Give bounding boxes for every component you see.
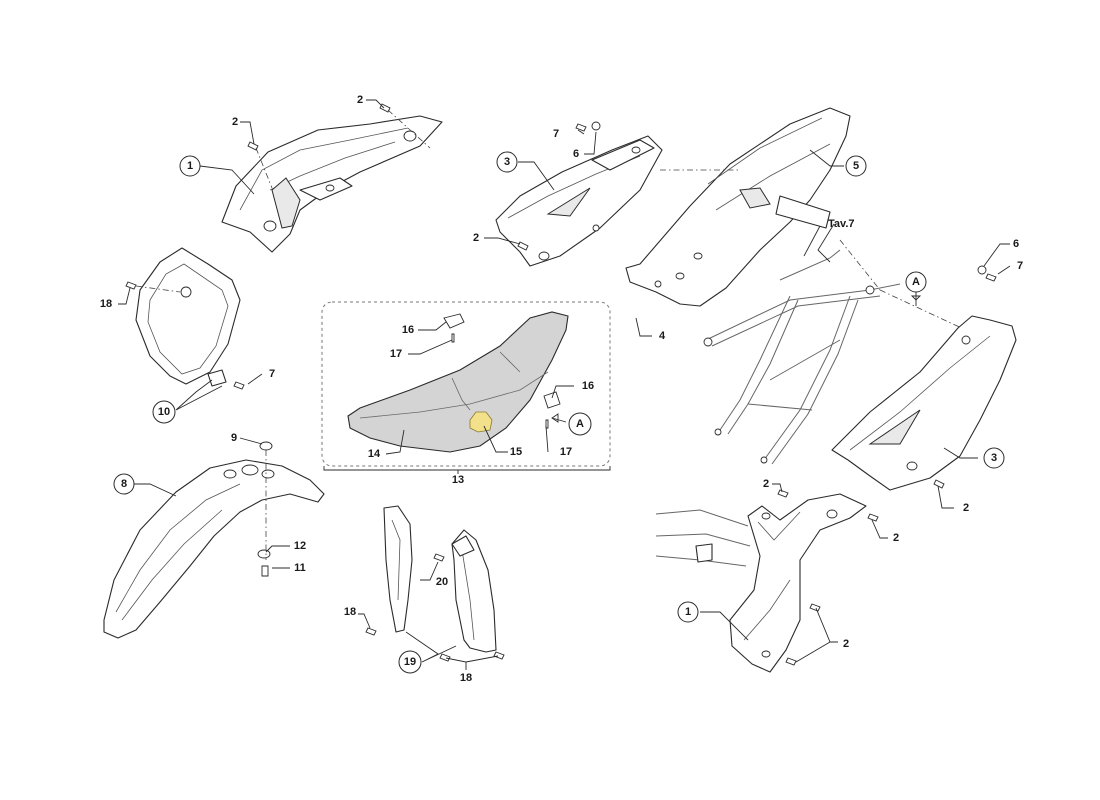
svg-text:Tav.7: Tav.7	[828, 218, 855, 230]
svg-text:A: A	[576, 418, 584, 430]
svg-text:9: 9	[231, 432, 237, 444]
svg-text:5: 5	[853, 160, 859, 172]
svg-text:7: 7	[1017, 260, 1023, 272]
callout-3-left: 3	[496, 151, 518, 173]
reference-a-seat: A	[568, 412, 592, 436]
svg-text:2: 2	[763, 478, 769, 490]
front-fender	[103, 459, 325, 639]
washer-icon	[257, 441, 273, 577]
svg-text:15: 15	[510, 446, 522, 458]
svg-text:2: 2	[473, 232, 479, 244]
svg-text:16: 16	[402, 324, 414, 336]
callout-1-bottom: 1	[677, 601, 699, 623]
svg-text:8: 8	[121, 478, 127, 490]
svg-text:17: 17	[390, 348, 402, 360]
svg-text:11: 11	[294, 562, 306, 574]
svg-text:3: 3	[991, 452, 997, 464]
svg-text:12: 12	[294, 540, 306, 552]
svg-text:A: A	[912, 276, 920, 288]
seat	[347, 311, 569, 453]
svg-text:2: 2	[893, 532, 899, 544]
rear-fender	[625, 107, 851, 307]
front-number-plate	[135, 247, 241, 387]
part-number-labels: 2 2 2 2 2 2 2 4 6 6 7 7 7 9 11 12 13 14 …	[100, 94, 1023, 684]
callout-5: 5	[845, 155, 867, 177]
svg-text:7: 7	[269, 368, 275, 380]
subframe-outline	[703, 249, 901, 465]
callout-3-right: 3	[983, 447, 1005, 469]
callout-10: 10	[152, 400, 176, 424]
leader-lines	[118, 99, 1011, 670]
svg-text:17: 17	[560, 446, 572, 458]
svg-text:10: 10	[158, 406, 170, 418]
seat-assembly-box	[321, 301, 611, 474]
fork-guard-left	[383, 505, 413, 633]
svg-text:13: 13	[452, 474, 464, 486]
callout-8: 8	[113, 473, 135, 495]
svg-text:14: 14	[368, 448, 381, 460]
screw-icon	[125, 281, 245, 390]
svg-text:2: 2	[357, 94, 363, 106]
side-panel-bottom	[729, 493, 867, 673]
svg-text:3: 3	[504, 156, 510, 168]
screw-icon	[933, 265, 997, 489]
svg-text:18: 18	[100, 298, 112, 310]
svg-text:18: 18	[344, 606, 356, 618]
svg-text:18: 18	[460, 672, 472, 684]
screw-icon	[365, 553, 505, 662]
callout-19: 19	[398, 650, 422, 674]
svg-text:6: 6	[573, 148, 579, 160]
callout-1-top: 1	[179, 155, 201, 177]
svg-text:1: 1	[685, 606, 691, 618]
svg-text:2: 2	[843, 638, 849, 650]
screw-icon	[517, 121, 601, 251]
svg-text:2: 2	[963, 502, 969, 514]
svg-text:20: 20	[436, 576, 448, 588]
svg-text:2: 2	[232, 116, 238, 128]
reference-a-frame: A	[905, 271, 927, 293]
svg-text:4: 4	[659, 330, 666, 342]
fork-guard-right	[451, 529, 497, 653]
svg-text:1: 1	[187, 160, 193, 172]
screw-icon	[777, 489, 879, 666]
side-number-plate-left	[495, 135, 663, 267]
svg-text:7: 7	[553, 128, 559, 140]
svg-text:6: 6	[1013, 238, 1019, 250]
svg-text:19: 19	[404, 656, 416, 668]
side-panel-top	[221, 115, 443, 253]
side-number-plate-right	[831, 315, 1017, 491]
svg-text:16: 16	[582, 380, 594, 392]
seat-bracket	[443, 313, 561, 429]
